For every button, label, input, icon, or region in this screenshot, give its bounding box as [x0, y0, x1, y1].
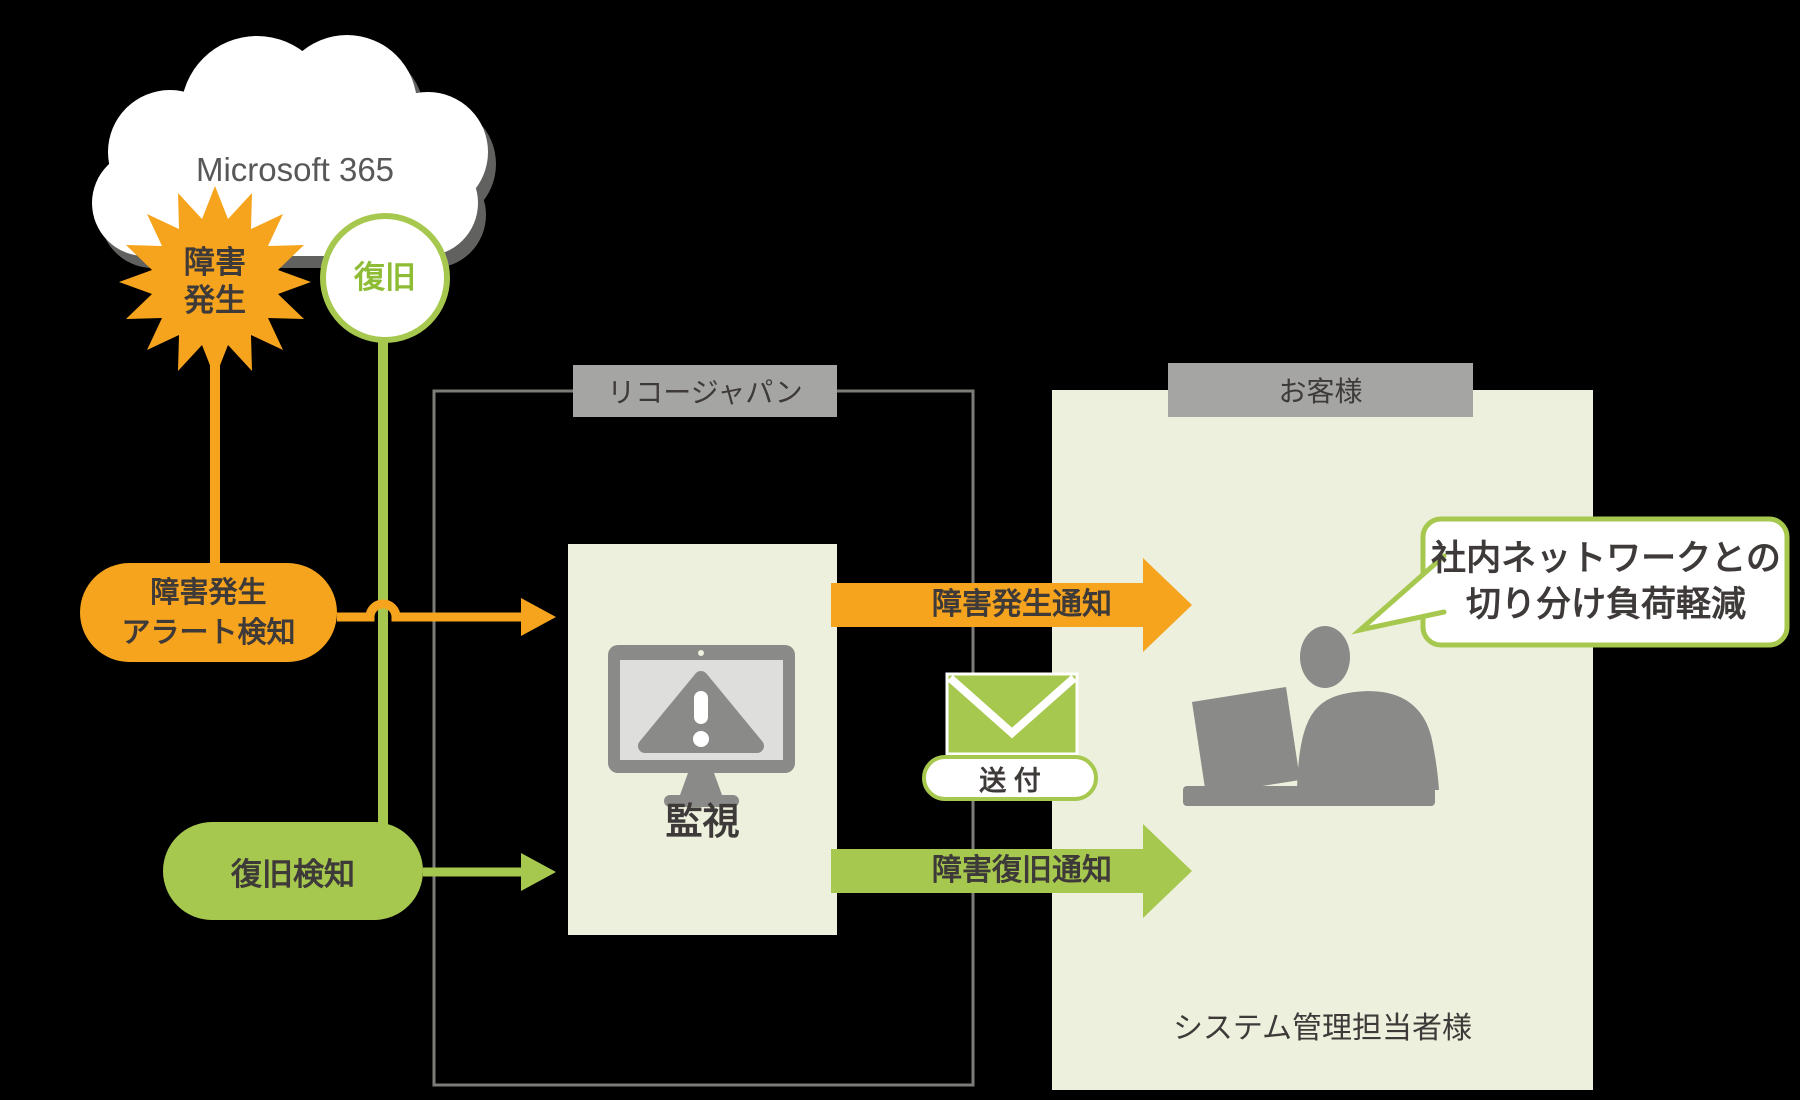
monitoring-label: 監視 [665, 801, 740, 842]
system-admin-label: システム管理担当者様 [1172, 1012, 1473, 1045]
failure-alert-line1: 障害発生 [150, 576, 267, 609]
failure-notice-label: 障害発生通知 [932, 588, 1112, 621]
recovery-connector-line [378, 330, 388, 825]
failure-connector-line [210, 330, 220, 570]
failure-alert-line2: アラート検知 [121, 616, 296, 649]
cloud-shape [92, 35, 496, 268]
ricoh-section-label: リコージャパン [573, 365, 837, 417]
failure-burst-line2: 発生 [184, 283, 246, 318]
speech-bubble-line1: 社内ネットワークとの [1431, 539, 1781, 578]
microsoft-365-label: Microsoft 365 [195, 151, 395, 188]
failure-alert-pill: 障害発生 アラート検知 [80, 563, 337, 662]
monitor-alert-icon [608, 645, 795, 807]
recovery-detect-pill: 復旧検知 [163, 822, 423, 920]
recovery-detect-arrow [423, 853, 556, 891]
recovery-circle-shape [320, 213, 450, 343]
send-badge: 送 付 [922, 755, 1098, 801]
person-at-desk-icon [1183, 626, 1439, 806]
customer-section-label: お客様 [1168, 363, 1473, 417]
speech-bubble-line2: 切り分け負荷軽減 [1465, 585, 1746, 624]
failure-notice-arrow-shape [831, 558, 1192, 652]
failure-burst-label: 障害 発生 [135, 244, 295, 320]
customer-section-label-text: お客様 [1278, 376, 1363, 407]
recovery-badge-label: 復旧 [354, 260, 416, 295]
recovery-detect-label: 復旧検知 [231, 856, 355, 892]
recovery-notice-arrow-shape [831, 824, 1192, 918]
failure-alert-arrow [337, 598, 556, 636]
send-badge-label: 送 付 [979, 765, 1041, 796]
failure-burst-line1: 障害 [184, 245, 246, 280]
recovery-notice-label: 障害復旧通知 [932, 854, 1112, 887]
mail-icon [945, 672, 1079, 756]
speech-bubble-shape [1351, 516, 1790, 648]
failure-burst-shape [119, 186, 311, 378]
ricoh-section-label-text: リコージャパン [607, 377, 803, 408]
speech-bubble-text: 社内ネットワークとの 切り分け負荷軽減 [1431, 536, 1781, 628]
